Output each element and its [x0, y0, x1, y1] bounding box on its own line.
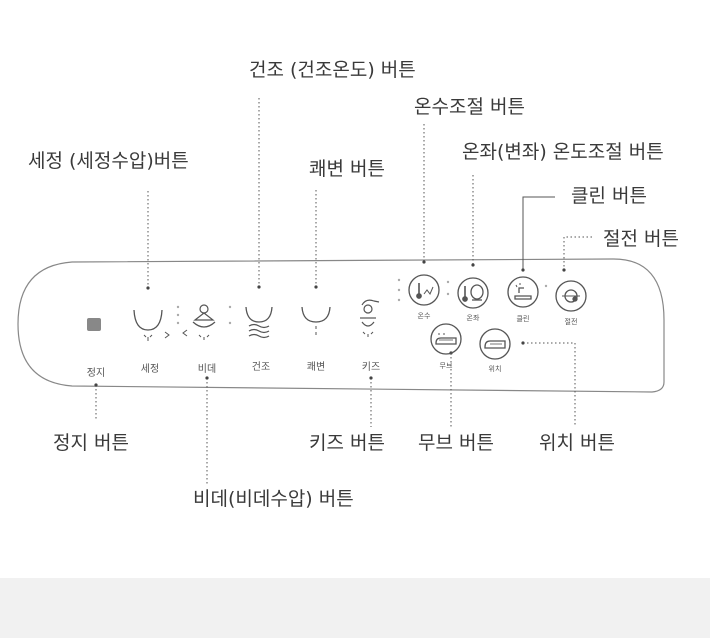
leader-line-power-save	[563, 236, 592, 270]
callout-dry-button: 건조 (건조온도) 버튼	[249, 59, 416, 81]
panel-label-stop: 정지	[86, 368, 106, 379]
bidet-icon	[182, 304, 216, 340]
panel-label-water-temp: 온수	[417, 312, 431, 320]
panel-label-power-save: 절전	[564, 318, 578, 326]
remote-panel-diagram: 건조 (건조온도) 버튼 온수조절 버튼 세정 (세정수압)버튼 온좌(변좌) …	[17, 59, 679, 510]
control-panel-outline	[17, 258, 665, 393]
position-icon	[479, 328, 511, 360]
separator-dots	[176, 278, 548, 325]
panel-label-seat-temp: 온좌	[466, 314, 480, 322]
callout-move-button: 무브 버튼	[418, 432, 494, 454]
wash-icon	[133, 309, 170, 341]
power-save-icon	[555, 280, 587, 312]
callout-clean-button: 클린 버튼	[571, 185, 647, 207]
water-temp-icon	[408, 274, 440, 306]
panel-label-bidet: 비데	[197, 364, 217, 375]
kids-icon	[360, 299, 380, 337]
callout-bidet-button: 비데(비데수압) 버튼	[193, 488, 354, 510]
callout-power-save-button: 절전 버튼	[603, 228, 679, 250]
bowel-icon	[301, 306, 331, 335]
bottom-band	[0, 578, 710, 638]
callout-position-button: 위치 버튼	[539, 432, 615, 454]
panel-label-wash: 세정	[140, 364, 160, 375]
callout-bowel-button: 쾌변 버튼	[309, 158, 385, 180]
clean-icon	[507, 276, 539, 308]
leader-line-position	[523, 342, 576, 427]
panel-label-clean: 클린	[516, 315, 530, 323]
panel-label-dry: 건조	[251, 362, 271, 373]
seat-temp-icon	[457, 277, 489, 309]
callout-wash-button: 세정 (세정수압)버튼	[28, 150, 189, 172]
callout-kids-button: 키즈 버튼	[309, 432, 385, 454]
move-icon	[430, 323, 462, 355]
diagram-graphics	[17, 98, 665, 485]
callout-seat-temp-button: 온좌(변좌) 온도조절 버튼	[462, 141, 664, 163]
panel-label-position: 위치	[488, 365, 502, 373]
panel-label-move: 무브	[439, 362, 453, 370]
dry-icon	[245, 306, 273, 339]
leader-line-clean	[522, 196, 555, 270]
stop-button-icon	[87, 318, 101, 331]
panel-label-bowel: 쾌변	[306, 362, 326, 373]
callout-water-temp-button: 온수조절 버튼	[414, 96, 525, 118]
callout-stop-button: 정지 버튼	[53, 432, 129, 454]
panel-label-kids: 키즈	[361, 362, 381, 373]
